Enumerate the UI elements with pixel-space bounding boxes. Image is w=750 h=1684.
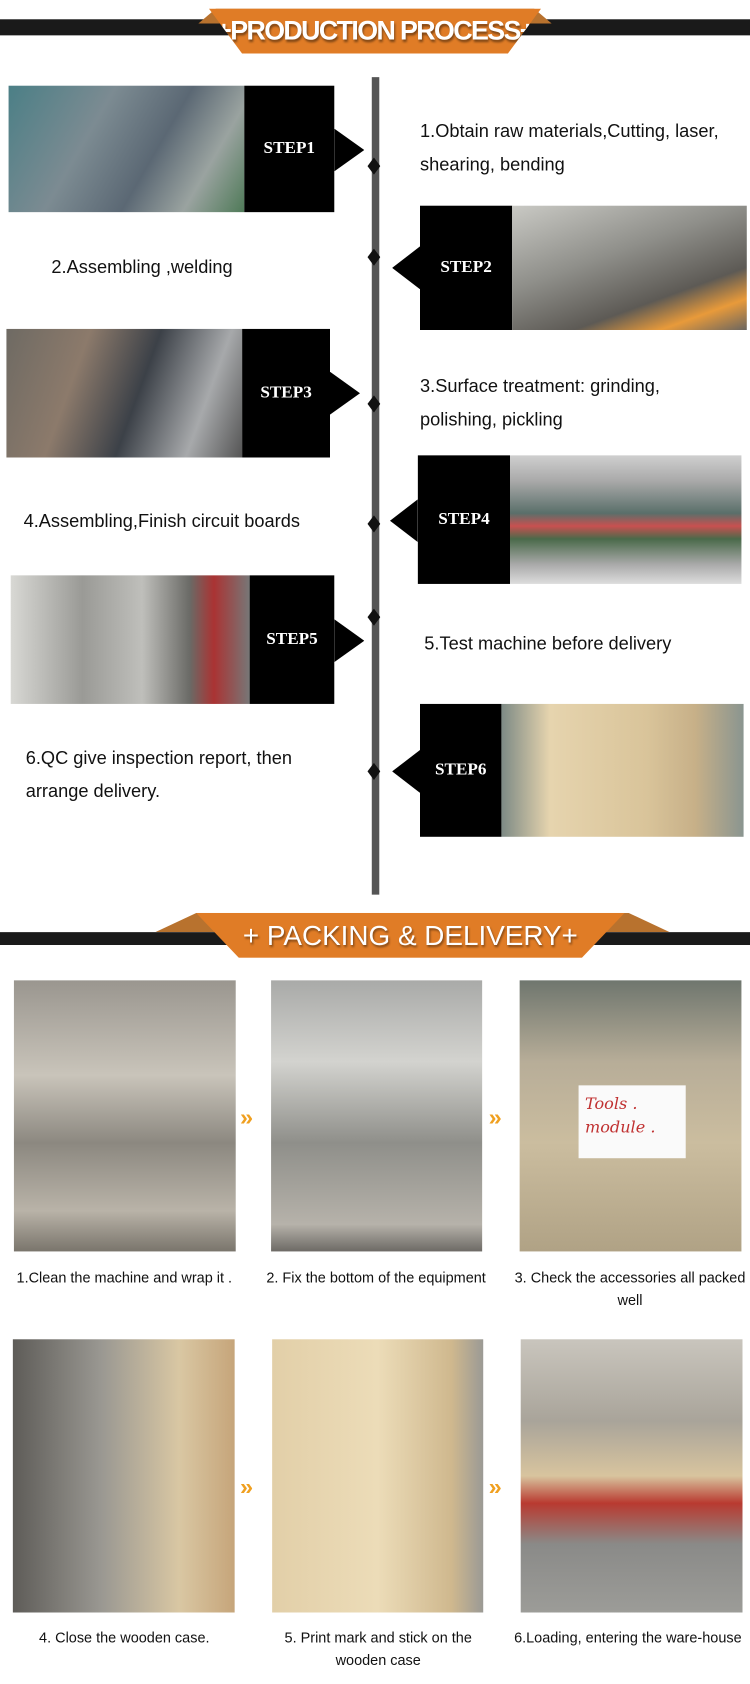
packing-photo-4 [12, 1339, 235, 1613]
step1-photo [8, 85, 245, 213]
step4-label: STEP4 [417, 455, 511, 584]
packing-photo-3: Tools . module . [519, 980, 742, 1252]
packing-caption-3: 3. Check the accessories all packed well [514, 1269, 746, 1309]
next-arrow-icon: » [240, 1473, 253, 1501]
step3-text: 3.Surface treatment: grinding, polishing… [420, 376, 660, 430]
step1-text: 1.Obtain raw materials,Cutting, laser, s… [420, 121, 719, 175]
step3-arrow [330, 371, 361, 415]
next-arrow-icon: » [488, 1103, 502, 1131]
step6-label: STEP6 [420, 703, 502, 837]
step6-arrow [392, 750, 421, 793]
packing-photo-6 [520, 1339, 743, 1613]
tools-note: Tools . module . [578, 1085, 686, 1159]
step2-text: 2.Assembling ,welding [51, 257, 233, 278]
packing-caption-5: 5. Print mark and stick on the wooden ca… [284, 1629, 472, 1669]
packing-caption-2: 2. Fix the bottom of the equipment [266, 1269, 486, 1286]
step4-photo [510, 455, 742, 584]
step3-photo [6, 328, 243, 458]
step5-arrow [334, 619, 365, 663]
next-arrow-icon: » [488, 1473, 502, 1501]
packing-photo-1 [13, 980, 236, 1252]
step5-label: STEP5 [249, 575, 335, 704]
packing-photo-5 [272, 1339, 484, 1613]
packing-title: + PACKING & DELIVERY+ [196, 912, 625, 958]
step6-text: 6.QC give inspection report, then arrang… [25, 747, 292, 802]
timeline [371, 77, 380, 895]
step2-arrow [392, 246, 421, 290]
step2-label: STEP2 [420, 205, 513, 331]
step5-photo [10, 575, 250, 704]
step1-marker [367, 157, 381, 175]
packing-caption-4: 4. Close the wooden case. [39, 1629, 210, 1646]
step2-marker [367, 248, 381, 266]
step1-arrow [334, 128, 365, 172]
step1-label: STEP1 [244, 85, 335, 213]
step6-photo [501, 703, 744, 837]
next-arrow-icon: » [240, 1103, 253, 1131]
packing-caption-1: 1.Clean the machine and wrap it . [16, 1269, 233, 1286]
step3-label: STEP3 [242, 328, 331, 458]
packing-photo-2 [271, 980, 483, 1252]
production-title: +PRODUCTION PROCESS+ [208, 8, 542, 54]
step5-marker [367, 608, 381, 626]
step4-text: 4.Assembling,Finish circuit boards [23, 511, 300, 532]
step2-photo [512, 205, 747, 331]
packing-caption-6: 6.Loading, entering the ware-house [514, 1629, 742, 1646]
step5-text: 5.Test machine before delivery [424, 633, 672, 654]
step4-arrow [390, 499, 418, 543]
